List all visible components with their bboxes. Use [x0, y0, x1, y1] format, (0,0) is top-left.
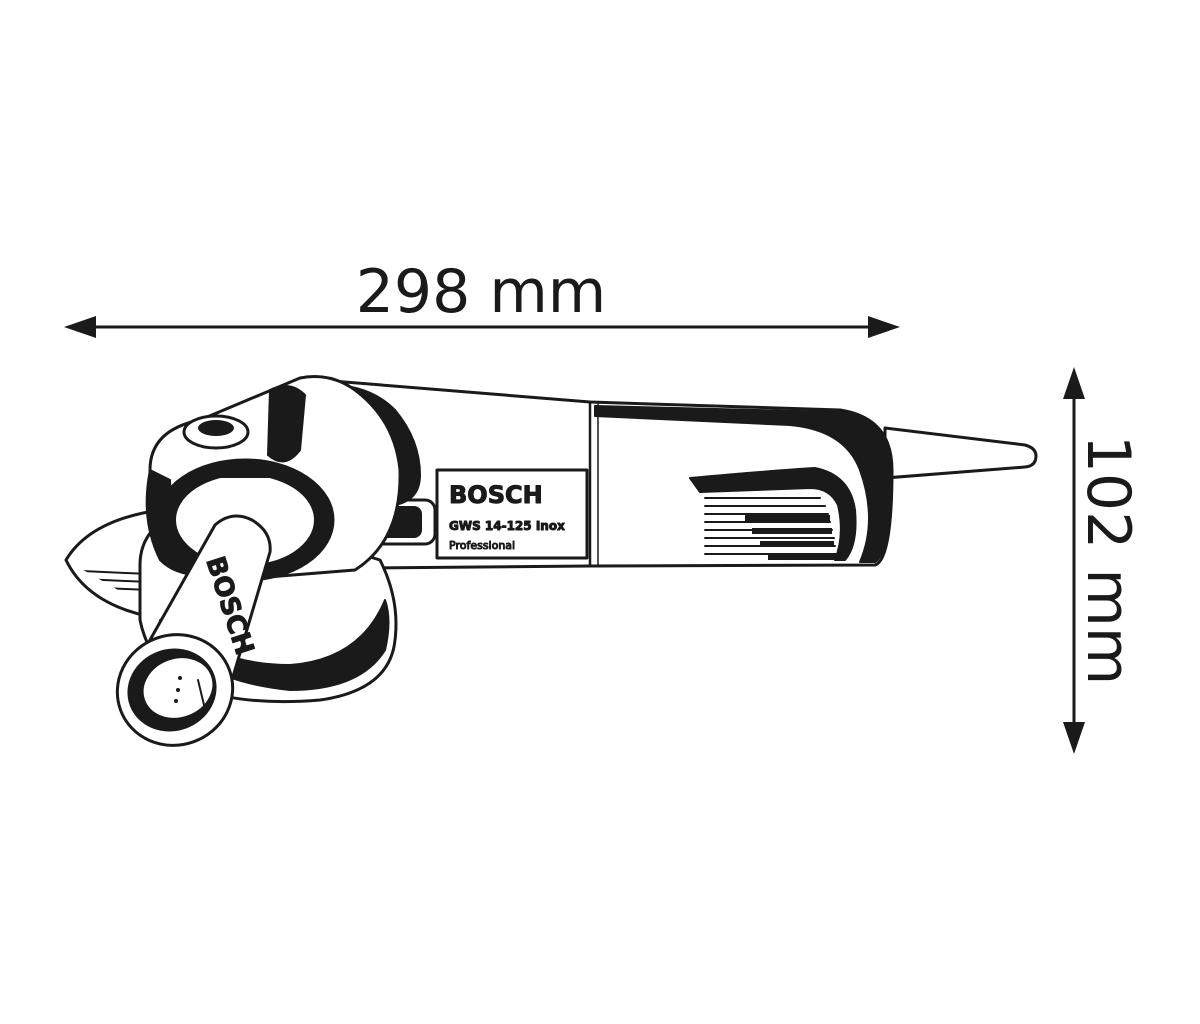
length-dimension: 298 mm	[64, 257, 900, 338]
spindle-lock-button-top	[198, 420, 234, 436]
height-label: 102 mm	[1073, 435, 1143, 686]
height-dimension: 102 mm	[1063, 367, 1143, 754]
handle-mount-notch	[200, 470, 290, 478]
power-cord	[883, 426, 1038, 480]
ventilation-slots	[704, 497, 837, 560]
rear-grip-curve	[689, 467, 857, 561]
plate-brand: BOSCH	[449, 481, 543, 509]
height-arrow-bottom-icon	[1063, 722, 1085, 754]
angle-grinder-illustration: BOSCH BOSCH GWS 14-125 Inox Professional	[64, 375, 1038, 747]
brand-plate-frame	[435, 468, 589, 560]
length-label: 298 mm	[356, 257, 607, 327]
plate-model: GWS 14-125 Inox	[449, 519, 565, 533]
length-arrow-left-icon	[64, 316, 96, 338]
gear-head-vent	[267, 385, 306, 463]
length-arrow-right-icon	[868, 316, 900, 338]
plate-line: Professional	[449, 539, 515, 552]
rear-grip-band	[594, 405, 891, 563]
height-arrow-top-icon	[1063, 367, 1085, 399]
brand-plate: BOSCH GWS 14-125 Inox Professional	[435, 468, 589, 560]
